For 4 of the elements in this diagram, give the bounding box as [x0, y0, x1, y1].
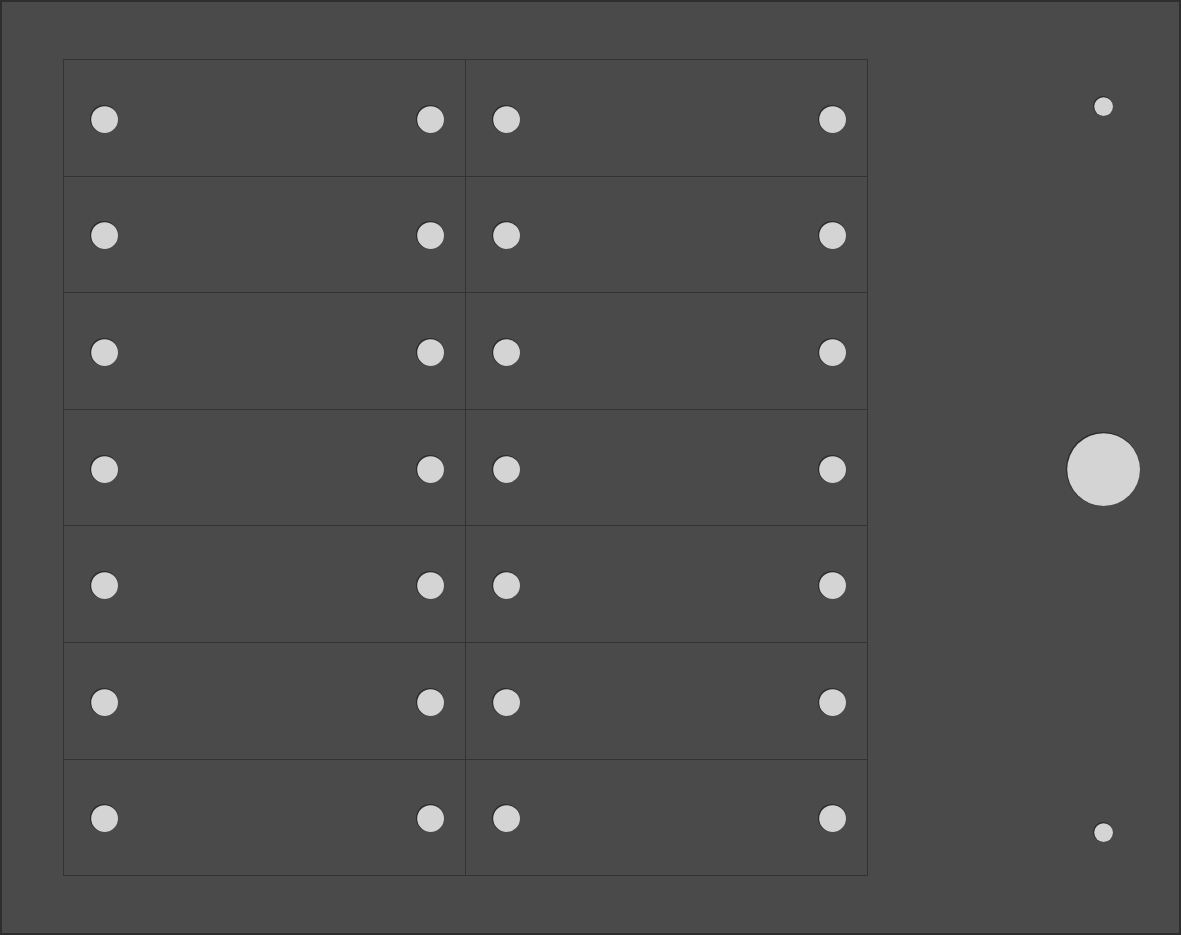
module-slot — [465, 59, 868, 177]
module-slot — [63, 758, 466, 877]
module-slot — [465, 758, 868, 877]
module-slot — [63, 59, 466, 177]
